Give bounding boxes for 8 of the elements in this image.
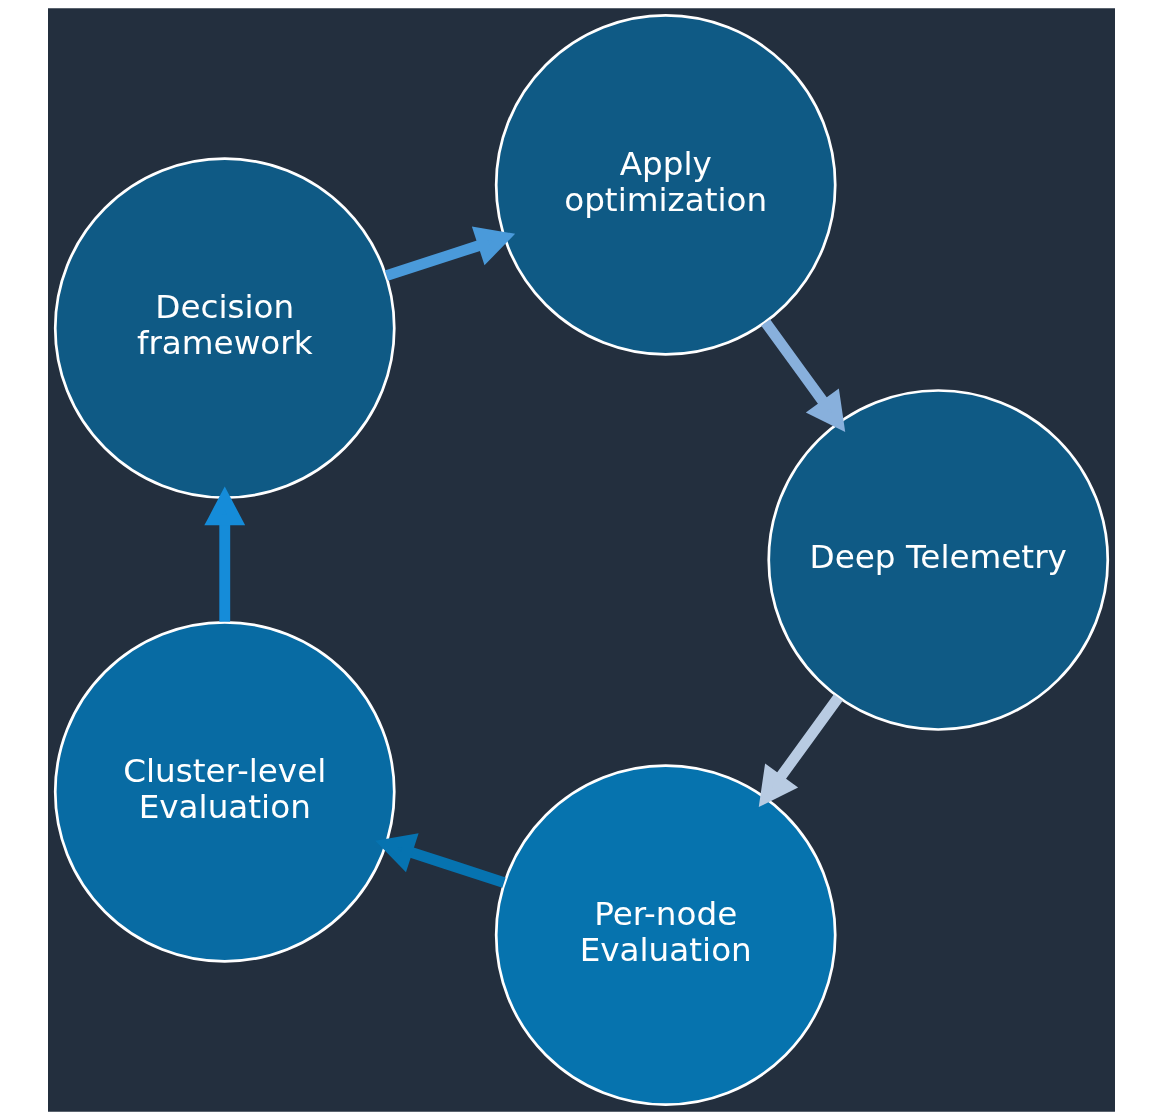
- arrow: [374, 833, 506, 888]
- node-circle: Decision framework: [53, 157, 396, 500]
- arrow: [758, 694, 843, 808]
- arrow: [760, 319, 845, 432]
- node-circle: Cluster-level Evaluation: [53, 620, 396, 963]
- node-circle: Apply optimization: [494, 14, 837, 356]
- arrow: [203, 486, 245, 622]
- arrow: [384, 226, 515, 281]
